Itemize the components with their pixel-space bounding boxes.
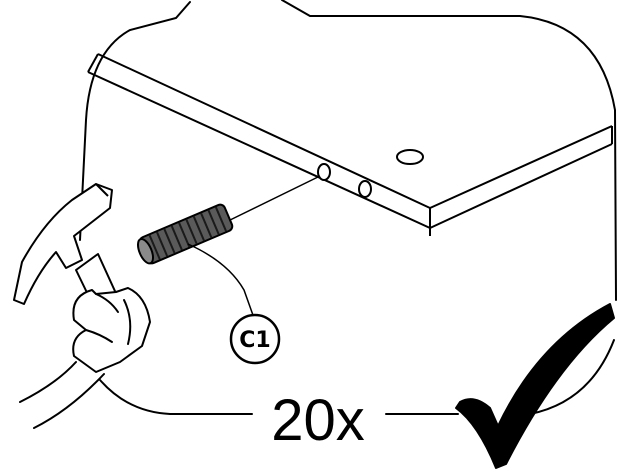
board-holes [317, 149, 424, 198]
quantity-label: 20x [271, 388, 365, 453]
top-hole [396, 149, 424, 165]
checkmark-icon [455, 303, 615, 469]
hand-icon [19, 287, 151, 429]
frame-border [79, 0, 617, 415]
wooden-dowel-icon [136, 203, 234, 265]
board-panel [87, 53, 613, 236]
edge-hole-left [317, 163, 331, 181]
part-label: C1 [239, 328, 270, 353]
part-leader-line [187, 243, 255, 319]
part-label-badge: C1 [229, 313, 281, 365]
insertion-guide-line [225, 175, 321, 223]
edge-hole-right [358, 180, 372, 198]
